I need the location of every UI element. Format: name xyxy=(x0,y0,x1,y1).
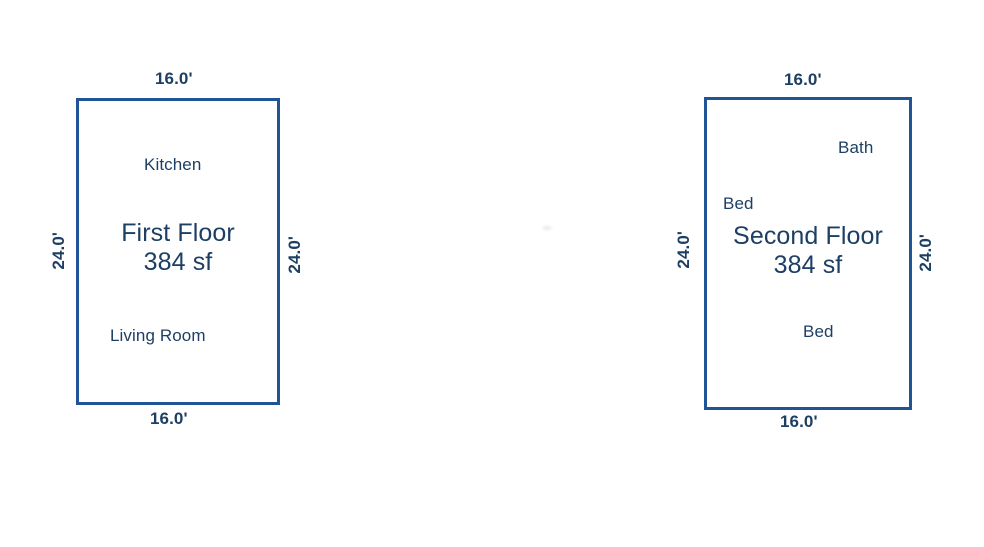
second-floor-room-bath: Bath xyxy=(838,138,874,157)
second-floor-title: Second Floor xyxy=(733,222,883,250)
first-floor-dimension-bottom: 16.0' xyxy=(150,409,188,428)
second-floor-room-bed-lower: Bed xyxy=(803,322,834,341)
first-floor-room-living-room: Living Room xyxy=(110,326,206,345)
second-floor-dimension-bottom: 16.0' xyxy=(780,412,818,431)
second-floor-dimension-right: 24.0' xyxy=(916,233,936,272)
first-floor-outline xyxy=(76,98,280,405)
first-floor-area: 384 sf xyxy=(143,247,213,276)
first-floor-title: First Floor xyxy=(121,219,235,247)
second-floor-area: 384 sf xyxy=(773,250,843,279)
first-floor-dimension-top: 16.0' xyxy=(155,69,193,88)
first-floor-title-block: First Floor 384 sf xyxy=(76,219,280,277)
first-floor-dimension-left: 24.0' xyxy=(49,231,69,270)
second-floor-dimension-top: 16.0' xyxy=(784,70,822,89)
second-floor-outline xyxy=(704,97,912,410)
scan-artifact xyxy=(540,224,554,232)
second-floor-title-block: Second Floor 384 sf xyxy=(704,222,912,280)
second-floor-room-bed-upper: Bed xyxy=(723,194,754,213)
first-floor-dimension-right: 24.0' xyxy=(285,235,305,274)
first-floor-room-kitchen: Kitchen xyxy=(144,155,202,174)
second-floor-dimension-left: 24.0' xyxy=(674,230,694,269)
